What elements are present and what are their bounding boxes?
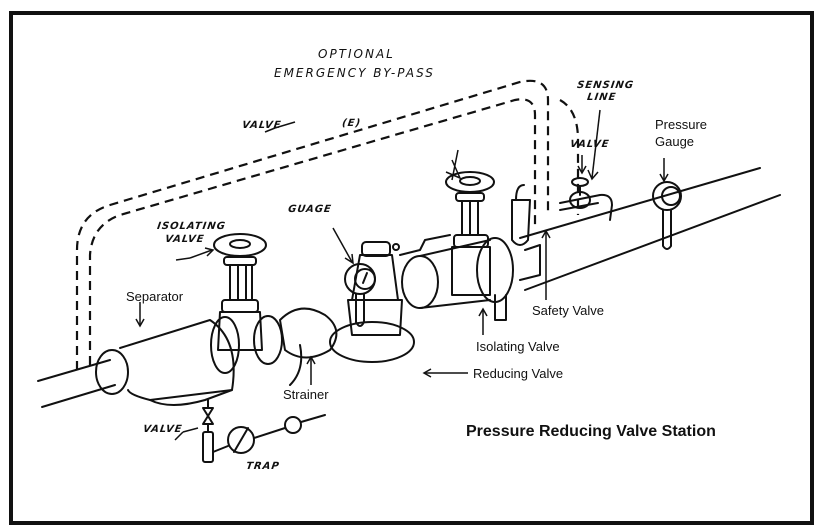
drain-valve-and-trap [202,399,326,463]
separator [95,316,240,406]
sensing-valve [569,177,591,209]
isolating-valve-2 [445,171,507,321]
bypass-valve-label: VALVE [241,120,283,131]
pressure-gauge-label-2: Gauge [655,134,695,149]
bypass-label-line1: OPTIONAL [318,47,395,61]
reducing-valve-label: Reducing Valve [473,366,564,381]
pressure-gauge-label-1: Pressure [655,117,708,132]
pressure-gauge [652,181,682,250]
isolating-valve-label: Isolating Valve [476,339,560,354]
strainer-label: Strainer [283,387,329,402]
safety-valve-label: Safety Valve [532,303,605,318]
safety-valve [511,184,541,281]
diagram-title: Pressure Reducing Valve Station [466,423,716,440]
isolating-valve-hand-label-2: VALVE [164,234,206,245]
downstream-pipe [519,167,781,291]
outlet-pipe-section [401,237,514,309]
bypass-valve-tag: (E) [341,118,362,129]
sensing-valve-label: VALVE [569,139,611,150]
reducing-station-gauge [344,263,376,327]
strainer [279,307,338,386]
isolating-valve-hand-label-1: ISOLATING [156,221,227,232]
guage-label: GUAGE [287,204,333,215]
emergency-bypass-line [75,79,580,370]
separator-label: Separator [126,289,184,304]
sensing-line-label-2: LINE [586,92,618,103]
sensing-line-label-1: SENSING [576,80,635,91]
trap-label: TRAP [245,461,281,472]
drain-valve-label: VALVE [142,424,184,435]
callout-arrows [135,109,669,441]
isolating-valve-1 [213,233,283,365]
reducing-valve [329,241,415,363]
diagram-frame [9,11,814,525]
bypass-label-line2: EMERGENCY BY-PASS [274,66,435,80]
